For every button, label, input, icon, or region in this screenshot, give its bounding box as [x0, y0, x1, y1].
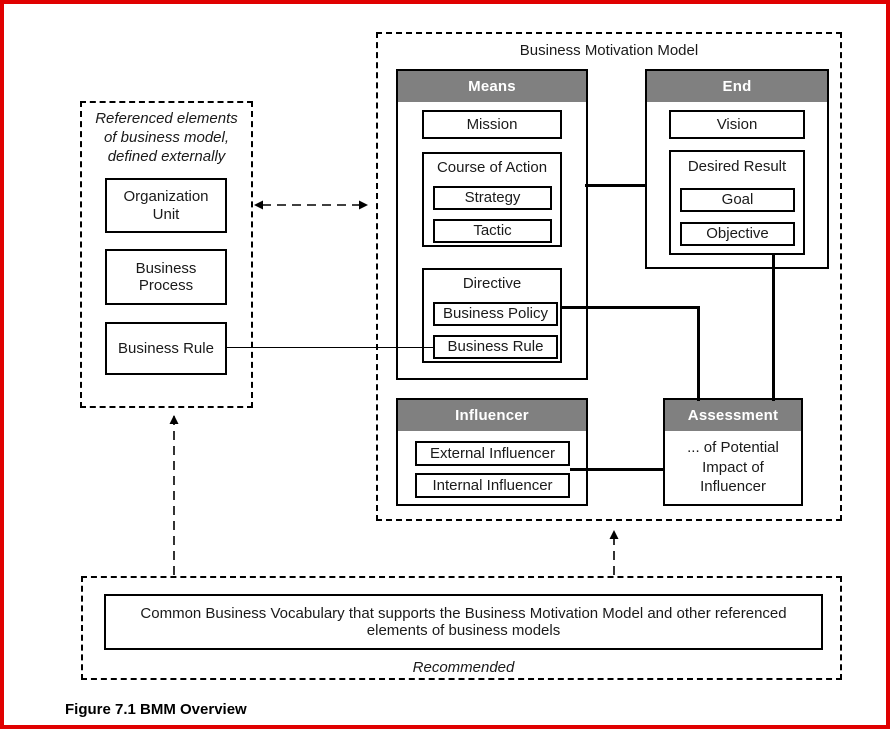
desired-result-label: Desired Result — [687, 158, 787, 175]
vocabulary-box[interactable]: Common Business Vocabulary that supports… — [104, 594, 823, 650]
means-group-header: Means — [398, 71, 586, 102]
means-subitem-tactic[interactable]: Tactic — [433, 219, 552, 243]
end-subitem-goal[interactable]: Goal — [680, 188, 795, 212]
vocabulary-panel — [81, 576, 842, 680]
bmm-title: Business Motivation Model — [519, 42, 699, 59]
connector-directive-to-assessment-h — [562, 306, 700, 309]
connector-influencer-to-assessment — [570, 468, 665, 471]
means-item-mission[interactable]: Mission — [422, 110, 562, 139]
external-elements-panel — [80, 101, 253, 408]
external-box-business-process[interactable]: Business Process — [105, 249, 227, 305]
means-subitem-business-policy[interactable]: Business Policy — [433, 302, 558, 326]
directive-label: Directive — [462, 275, 522, 292]
end-subitem-objective[interactable]: Objective — [680, 222, 795, 246]
connector-desired-result-to-assessment-v — [772, 254, 775, 401]
influencer-item-internal[interactable]: Internal Influencer — [415, 473, 570, 498]
figure-caption: Figure 7.1 BMM Overview — [65, 701, 247, 718]
vocabulary-footer: Recommended — [412, 659, 515, 676]
connector-external-rule-to-means-rule — [226, 347, 434, 348]
external-box-organization-unit[interactable]: Organization Unit — [105, 178, 227, 233]
course-of-action-label: Course of Action — [436, 159, 548, 176]
means-subitem-strategy[interactable]: Strategy — [433, 186, 552, 210]
connector-course-of-action-to-desired-result — [585, 184, 647, 187]
assessment-group-header: Assessment — [665, 400, 801, 431]
bmm-panel — [376, 32, 842, 521]
external-box-business-rule[interactable]: Business Rule — [105, 322, 227, 375]
means-subitem-business-rule[interactable]: Business Rule — [433, 335, 558, 359]
end-group-header: End — [647, 71, 827, 102]
influencer-item-external[interactable]: External Influencer — [415, 441, 570, 466]
assessment-body: ... of Potential Impact of Influencer — [687, 439, 779, 495]
end-item-vision[interactable]: Vision — [669, 110, 805, 139]
influencer-group-header: Influencer — [398, 400, 586, 431]
external-elements-note: Referenced elements of business model, d… — [95, 110, 238, 165]
connector-directive-to-assessment-v — [697, 306, 700, 401]
